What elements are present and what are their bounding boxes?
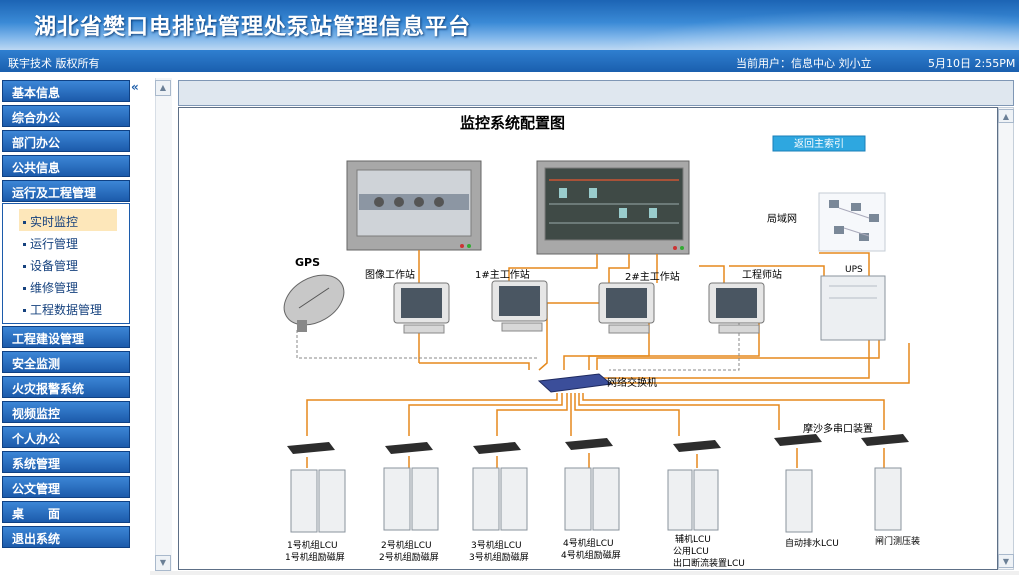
collapse-sidebar-icon[interactable]: « xyxy=(131,80,139,94)
menu-documents[interactable]: 公文管理 xyxy=(2,476,130,498)
menu-logout[interactable]: 退出系统 xyxy=(2,526,130,548)
submenu-label: 维修管理 xyxy=(30,281,79,295)
return-button-label: 返回主索引 xyxy=(794,137,844,150)
lcu-label-3a: 3号机组LCU xyxy=(471,539,522,551)
datetime-text: 5月10日 2:55PM xyxy=(928,57,1016,70)
diagram-panel: 监控系统配置图 返回主索引 xyxy=(178,107,998,570)
monitoring-diagram: 监控系统配置图 返回主索引 xyxy=(283,114,920,569)
diagram-scroll-down-icon[interactable]: ▼ xyxy=(998,554,1014,568)
lcu-label-5a: 辅机LCU xyxy=(675,533,711,545)
lan-label: 局域网 xyxy=(767,212,797,225)
bullet-icon xyxy=(23,309,26,312)
lcu-label-5b: 公用LCU xyxy=(673,546,709,557)
submenu-label: 实时监控 xyxy=(30,215,79,229)
lcu-label-2b: 2号机组励磁屏 xyxy=(379,551,439,563)
lcu-label-3b: 3号机组励磁屏 xyxy=(469,551,529,563)
engineer-workstation-icon xyxy=(708,282,765,334)
lcu-label-6: 自动排水LCU xyxy=(785,537,839,549)
menu-safety[interactable]: 安全监测 xyxy=(2,351,130,373)
main-workstation-1-icon xyxy=(491,280,548,332)
display-screen-left xyxy=(346,160,482,251)
menu-dept-office[interactable]: 部门办公 xyxy=(2,130,130,152)
lcu-label-1a: 1号机组LCU xyxy=(287,539,338,551)
main-ws1-label: 1#主工作站 xyxy=(475,268,530,281)
submenu-label: 设备管理 xyxy=(30,259,79,273)
lcu-label-1b: 1号机组励磁屏 xyxy=(285,551,345,563)
menu-fire-alarm[interactable]: 火灾报警系统 xyxy=(2,376,130,398)
diagram-scrollbar[interactable] xyxy=(998,107,1014,570)
image-ws-label: 图像工作站 xyxy=(365,268,415,281)
diagram-scroll-up-icon[interactable]: ▲ xyxy=(998,109,1014,123)
engineer-ws-label: 工程师站 xyxy=(742,268,782,281)
image-workstation-icon xyxy=(393,282,450,334)
lcu-label-4b: 4号机组励磁屏 xyxy=(561,549,621,561)
current-user-text: 当前用户：信息中心 刘小立 xyxy=(736,57,872,70)
header-banner: 湖北省樊口电排站管理处泵站管理信息平台 xyxy=(0,0,1019,50)
content-toolbar xyxy=(178,80,1014,106)
menu-basic-info[interactable]: 基本信息 xyxy=(2,80,130,102)
menu-video[interactable]: 视频监控 xyxy=(2,401,130,423)
bottom-strip xyxy=(150,571,1019,575)
bullet-icon xyxy=(23,221,26,224)
orange-connections xyxy=(306,250,910,468)
submenu-operation[interactable]: 运行管理 xyxy=(19,231,117,253)
lcu-label-5c: 出口断流装置LCU xyxy=(673,557,745,569)
bullet-icon xyxy=(23,287,26,290)
rack-devices xyxy=(287,434,909,454)
menu-public-info[interactable]: 公共信息 xyxy=(2,155,130,177)
moxa-label: 摩沙多串口装置 xyxy=(803,422,873,435)
lan-network-icon xyxy=(818,192,886,252)
lcu-label-4a: 4号机组LCU xyxy=(563,537,614,549)
menu-system[interactable]: 系统管理 xyxy=(2,451,130,473)
main-workstation-2-icon xyxy=(598,282,655,334)
lcu-label-7: 闸门测压装 xyxy=(875,535,920,547)
submenu-realtime-monitor[interactable]: 实时监控 xyxy=(19,209,117,231)
lcu-cabinets xyxy=(290,467,902,533)
menu-personal[interactable]: 个人办公 xyxy=(2,426,130,448)
copyright-text: 联宇技术 版权所有 xyxy=(8,57,100,70)
main-ws2-label: 2#主工作站 xyxy=(625,270,680,283)
switch-label: 网络交换机 xyxy=(607,376,657,389)
scroll-down-icon[interactable]: ▼ xyxy=(155,555,171,571)
menu-construction[interactable]: 工程建设管理 xyxy=(2,326,130,348)
lcu-label-2a: 2号机组LCU xyxy=(381,539,432,551)
menu-desktop[interactable]: 桌 面 xyxy=(2,501,130,523)
display-screen-right xyxy=(536,160,690,255)
return-main-index-button[interactable]: 返回主索引 xyxy=(772,135,866,152)
status-bar: 联宇技术 版权所有 当前用户：信息中心 刘小立 5月10日 2:55PM xyxy=(0,50,1019,72)
gps-label: GPS xyxy=(295,256,320,269)
network-switch-icon xyxy=(537,373,613,393)
bullet-icon xyxy=(23,243,26,246)
submenu-label: 运行管理 xyxy=(30,237,79,251)
gps-link xyxy=(296,330,539,359)
bullet-icon xyxy=(23,265,26,268)
content-scrollbar[interactable] xyxy=(155,78,172,575)
submenu-engineering-data[interactable]: 工程数据管理 xyxy=(19,297,117,319)
ups-label: UPS xyxy=(845,265,863,275)
app-title: 湖北省樊口电排站管理处泵站管理信息平台 xyxy=(34,15,472,40)
menu-general-office[interactable]: 综合办公 xyxy=(2,105,130,127)
diagram-title: 监控系统配置图 xyxy=(460,114,565,132)
scroll-up-icon[interactable]: ▲ xyxy=(155,80,171,96)
submenu-equipment[interactable]: 设备管理 xyxy=(19,253,117,275)
submenu-label: 工程数据管理 xyxy=(30,303,103,317)
gps-dish-icon xyxy=(283,274,345,332)
submenu-maintenance[interactable]: 维修管理 xyxy=(19,275,117,297)
submenu-panel: 实时监控 运行管理 设备管理 维修管理 工程数据管理 xyxy=(2,203,130,324)
banner-decoration xyxy=(559,0,1019,50)
ups-cabinet-icon xyxy=(820,275,886,341)
menu-operation-mgmt[interactable]: 运行及工程管理 xyxy=(2,180,130,202)
lan-link xyxy=(609,313,740,371)
